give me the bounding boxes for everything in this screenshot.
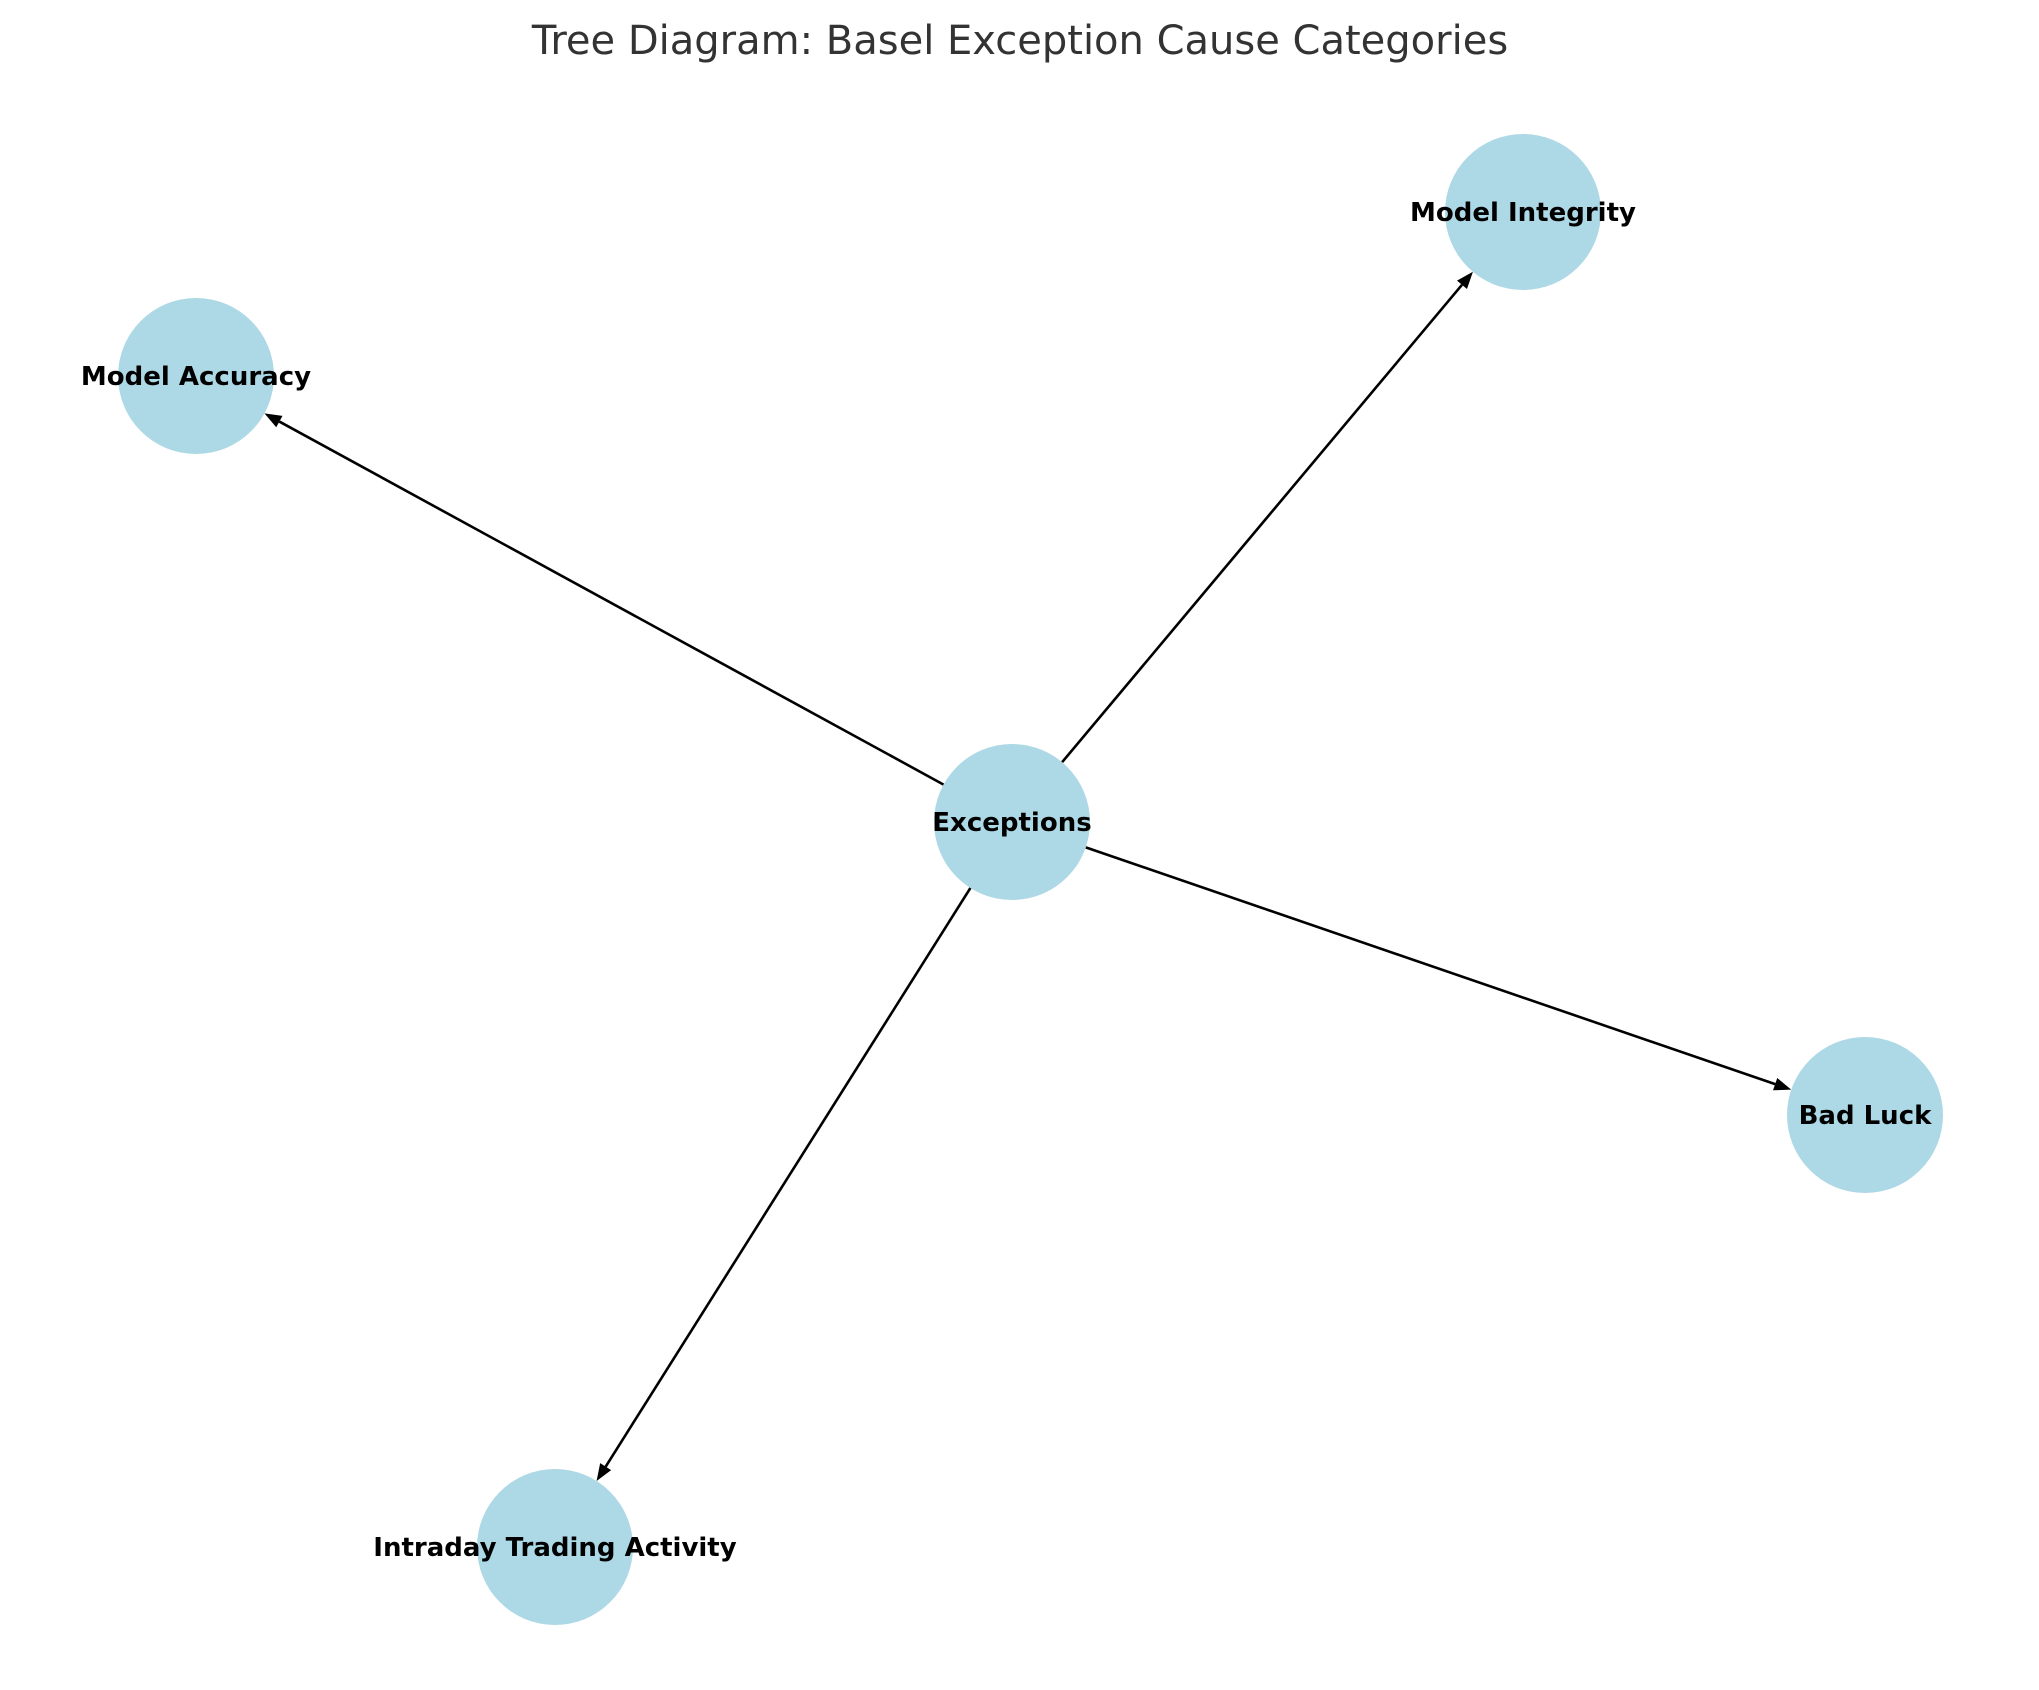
arrow-head-icon xyxy=(1773,1077,1792,1091)
node-model-accuracy xyxy=(118,298,274,454)
arrow-head-icon xyxy=(596,1463,612,1482)
arrow-head-icon xyxy=(264,413,283,428)
node-model-integrity xyxy=(1445,134,1601,290)
nodes-layer xyxy=(118,134,1943,1625)
node-label-exceptions: Exceptions xyxy=(932,808,1091,838)
edge-line xyxy=(604,887,972,1468)
edge-line xyxy=(1061,283,1463,764)
edge-exceptions-to-intraday-trading-activity xyxy=(596,887,972,1482)
node-exceptions xyxy=(934,744,1090,900)
diagram-title: Tree Diagram: Basel Exception Cause Cate… xyxy=(531,18,1508,64)
edges-layer xyxy=(264,271,1792,1482)
arrow-head-icon xyxy=(1457,271,1473,289)
node-label-intraday-trading-activity: Intraday Trading Activity xyxy=(373,1533,736,1563)
node-label-model-integrity: Model Integrity xyxy=(1410,198,1636,228)
edge-line xyxy=(1085,846,1776,1086)
node-label-model-accuracy: Model Accuracy xyxy=(81,362,311,392)
edge-exceptions-to-model-accuracy xyxy=(264,413,945,786)
edge-line xyxy=(278,420,945,786)
node-bad-luck xyxy=(1787,1037,1943,1193)
node-intraday-trading-activity xyxy=(477,1469,633,1625)
edge-exceptions-to-model-integrity xyxy=(1061,271,1473,764)
edge-exceptions-to-bad-luck xyxy=(1085,846,1792,1091)
node-label-bad-luck: Bad Luck xyxy=(1799,1101,1933,1131)
